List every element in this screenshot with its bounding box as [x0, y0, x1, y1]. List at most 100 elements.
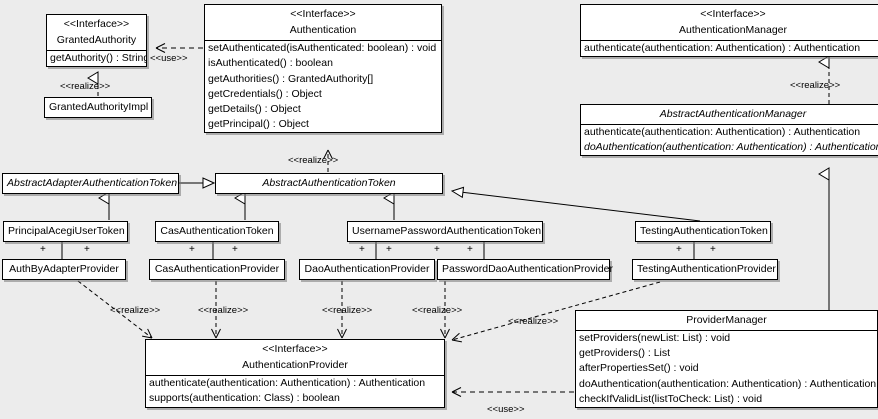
- member-row: doAuthentication(authentication: Authent…: [584, 141, 878, 154]
- class-header: UsernamePasswordAuthenticationToken: [348, 222, 542, 241]
- class-name: DaoAuthenticationProvider: [304, 263, 430, 275]
- member-row: getProviders() : List: [579, 347, 671, 360]
- class-provider-manager[interactable]: ProviderManager setProviders(newList: Li…: [575, 310, 878, 408]
- class-cas-authentication-token[interactable]: CasAuthenticationToken: [155, 221, 279, 243]
- class-cas-authentication-provider[interactable]: CasAuthenticationProvider: [149, 259, 285, 281]
- class-header: <<Interface>> GrantedAuthority: [47, 15, 146, 50]
- class-header: AbstractAdapterAuthenticationToken: [3, 174, 178, 193]
- association-end-plus: +: [710, 244, 716, 255]
- class-header: <<Interface>> AuthenticationProvider: [146, 340, 444, 375]
- member-row: supports(authentication: Class) : boolea…: [149, 392, 340, 405]
- class-name: UsernamePasswordAuthenticationToken: [352, 225, 542, 237]
- members-compartment: setProviders(newList: List) : void getPr…: [576, 330, 877, 407]
- class-name: CasAuthenticationToken: [160, 225, 274, 237]
- members-compartment: authenticate(authentication: Authenticat…: [581, 124, 878, 155]
- class-authentication[interactable]: <<Interface>> Authentication setAuthenti…: [204, 4, 442, 133]
- members-compartment: getAuthority() : String: [47, 50, 146, 66]
- members-compartment: authenticate(authentication: Authenticat…: [581, 40, 878, 56]
- class-header: CasAuthenticationToken: [156, 222, 278, 241]
- member-row: getPrincipal() : Object: [208, 117, 309, 130]
- stereotype-label: <<Interface>>: [63, 18, 130, 30]
- class-name: PrincipalAcegiUserToken: [8, 225, 125, 237]
- members-compartment: authenticate(authentication: Authenticat…: [146, 375, 444, 406]
- class-header: AbstractAuthenticationToken: [216, 174, 442, 193]
- association-end-plus: +: [676, 244, 682, 255]
- member-row: authenticate(authentication: Authenticat…: [584, 42, 861, 55]
- class-granted-authority-impl[interactable]: GrantedAuthorityImpl: [44, 97, 152, 119]
- class-name: GrantedAuthority: [56, 34, 137, 47]
- class-name: PasswordDaoAuthenticationProvider: [442, 263, 614, 275]
- class-name: TestingAuthenticationToken: [640, 225, 768, 237]
- class-header: AbstractAuthenticationManager: [581, 105, 878, 124]
- class-auth-by-adapter-provider[interactable]: AuthByAdapterProvider: [2, 259, 126, 281]
- class-authentication-manager[interactable]: <<Interface>> AuthenticationManager auth…: [580, 4, 878, 58]
- stereotype-label: <<Interface>>: [262, 343, 328, 355]
- class-name: CasAuthenticationProvider: [154, 263, 280, 275]
- class-name: TestingAuthenticationProvider: [637, 263, 776, 275]
- class-abstract-adapter-authentication-token[interactable]: AbstractAdapterAuthenticationToken: [2, 173, 179, 195]
- member-row: authenticate(authentication: Authenticat…: [149, 377, 426, 390]
- class-header: PasswordDaoAuthenticationProvider: [438, 260, 614, 279]
- association-end-plus: +: [232, 244, 238, 255]
- class-name: AuthenticationManager: [679, 24, 787, 37]
- member-row: setProviders(newList: List) : void: [579, 332, 731, 345]
- edge-label-realize-password-dao-provider: <<realize>>: [412, 305, 463, 316]
- member-row: getCredentials() : Object: [208, 87, 322, 100]
- edge-label-use-provider-manager: <<use>>: [487, 404, 525, 415]
- class-name: Authentication: [289, 24, 357, 37]
- class-authentication-provider[interactable]: <<Interface>> AuthenticationProvider aut…: [145, 339, 445, 408]
- stereotype-label: <<Interface>>: [290, 8, 356, 20]
- class-header: AuthByAdapterProvider: [3, 260, 125, 279]
- class-header: TestingAuthenticationToken: [636, 222, 770, 241]
- class-header: CasAuthenticationProvider: [150, 260, 284, 279]
- edge-label-realize-auth-manager: <<realize>>: [790, 80, 841, 91]
- class-password-dao-authentication-provider[interactable]: PasswordDaoAuthenticationProvider: [437, 259, 614, 281]
- association-end-plus: +: [189, 244, 195, 255]
- class-dao-authentication-provider[interactable]: DaoAuthenticationProvider: [299, 259, 435, 281]
- member-row: doAuthentication(authentication: Authent…: [579, 377, 877, 390]
- class-name: AbstractAuthenticationToken: [262, 177, 396, 189]
- class-testing-authentication-token[interactable]: TestingAuthenticationToken: [635, 221, 771, 243]
- association-end-plus: +: [434, 244, 440, 255]
- stereotype-label: <<Interface>>: [700, 8, 766, 20]
- association-end-plus: +: [40, 244, 46, 255]
- class-abstract-authentication-token[interactable]: AbstractAuthenticationToken: [215, 173, 443, 195]
- association-end-plus: +: [84, 244, 90, 255]
- class-header: <<Interface>> Authentication: [205, 5, 441, 40]
- class-header: GrantedAuthorityImpl: [45, 98, 151, 117]
- member-row: getAuthority() : String: [50, 52, 146, 65]
- edge-label-realize-granted-authority: <<realize>>: [60, 81, 111, 92]
- class-username-password-authentication-token[interactable]: UsernamePasswordAuthenticationToken: [347, 221, 543, 243]
- association-end-plus: +: [359, 244, 365, 255]
- member-row: isAuthenticated() : boolean: [208, 57, 333, 70]
- edge-label-realize-dao-provider: <<realize>>: [322, 305, 373, 316]
- class-header: ProviderManager: [576, 311, 877, 330]
- class-granted-authority[interactable]: <<Interface>> GrantedAuthority getAuthor…: [46, 14, 147, 68]
- member-row: setAuthenticated(isAuthenticated: boolea…: [208, 42, 437, 55]
- edge-label-realize-provider-manager: <<realize>>: [508, 316, 559, 327]
- class-header: DaoAuthenticationProvider: [300, 260, 434, 279]
- member-row: authenticate(authentication: Authenticat…: [584, 126, 861, 139]
- association-end-plus: +: [467, 244, 473, 255]
- members-compartment: setAuthenticated(isAuthenticated: boolea…: [205, 40, 441, 132]
- class-principal-acegi-user-token[interactable]: PrincipalAcegiUserToken: [3, 221, 128, 243]
- class-name: AbstractAuthenticationManager: [659, 108, 807, 120]
- class-name: GrantedAuthorityImpl: [49, 101, 149, 113]
- member-row: getAuthorities() : GrantedAuthority[]: [208, 72, 374, 85]
- member-row: afterPropertiesSet() : void: [579, 362, 699, 375]
- class-abstract-authentication-manager[interactable]: AbstractAuthenticationManager authentica…: [580, 104, 878, 157]
- member-row: checkIfValidList(listToCheck: List) : vo…: [579, 392, 763, 405]
- class-header: PrincipalAcegiUserToken: [4, 222, 127, 241]
- class-name: AuthenticationProvider: [242, 359, 348, 372]
- class-testing-authentication-provider[interactable]: TestingAuthenticationProvider: [632, 259, 778, 281]
- edge-label-realize-authentication-token: <<realize>>: [288, 155, 339, 166]
- class-name: AuthByAdapterProvider: [9, 263, 119, 275]
- edge-label-realize-cas-provider: <<realize>>: [198, 305, 249, 316]
- class-header: <<Interface>> AuthenticationManager: [581, 5, 878, 40]
- class-header: TestingAuthenticationProvider: [633, 260, 777, 279]
- member-row: getDetails() : Object: [208, 102, 301, 115]
- edge-label-realize-auth-by-adapter: <<realize>>: [110, 305, 161, 316]
- association-end-plus: +: [386, 244, 392, 255]
- class-name: ProviderManager: [686, 314, 767, 326]
- class-name: AbstractAdapterAuthenticationToken: [7, 177, 178, 189]
